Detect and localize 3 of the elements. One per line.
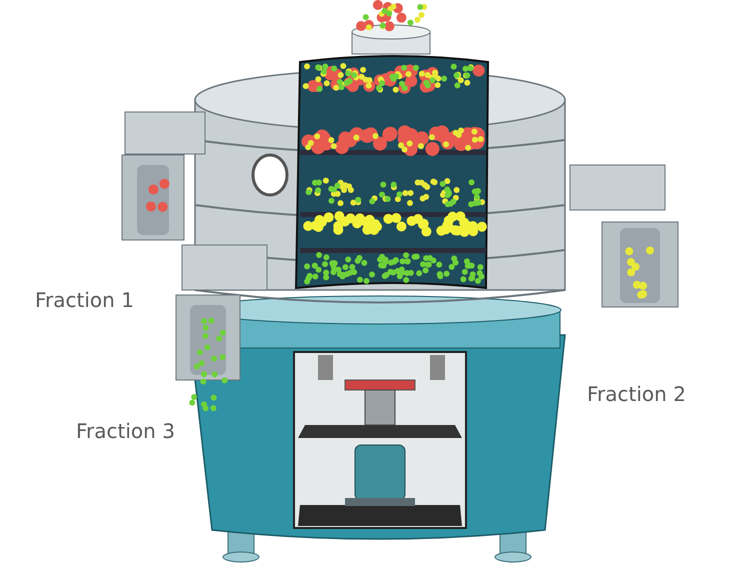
outlet-label: Fraction 2	[587, 382, 686, 406]
outlet-label: Fraction 3	[76, 419, 175, 443]
outlet-label: Fraction 1	[35, 288, 134, 312]
